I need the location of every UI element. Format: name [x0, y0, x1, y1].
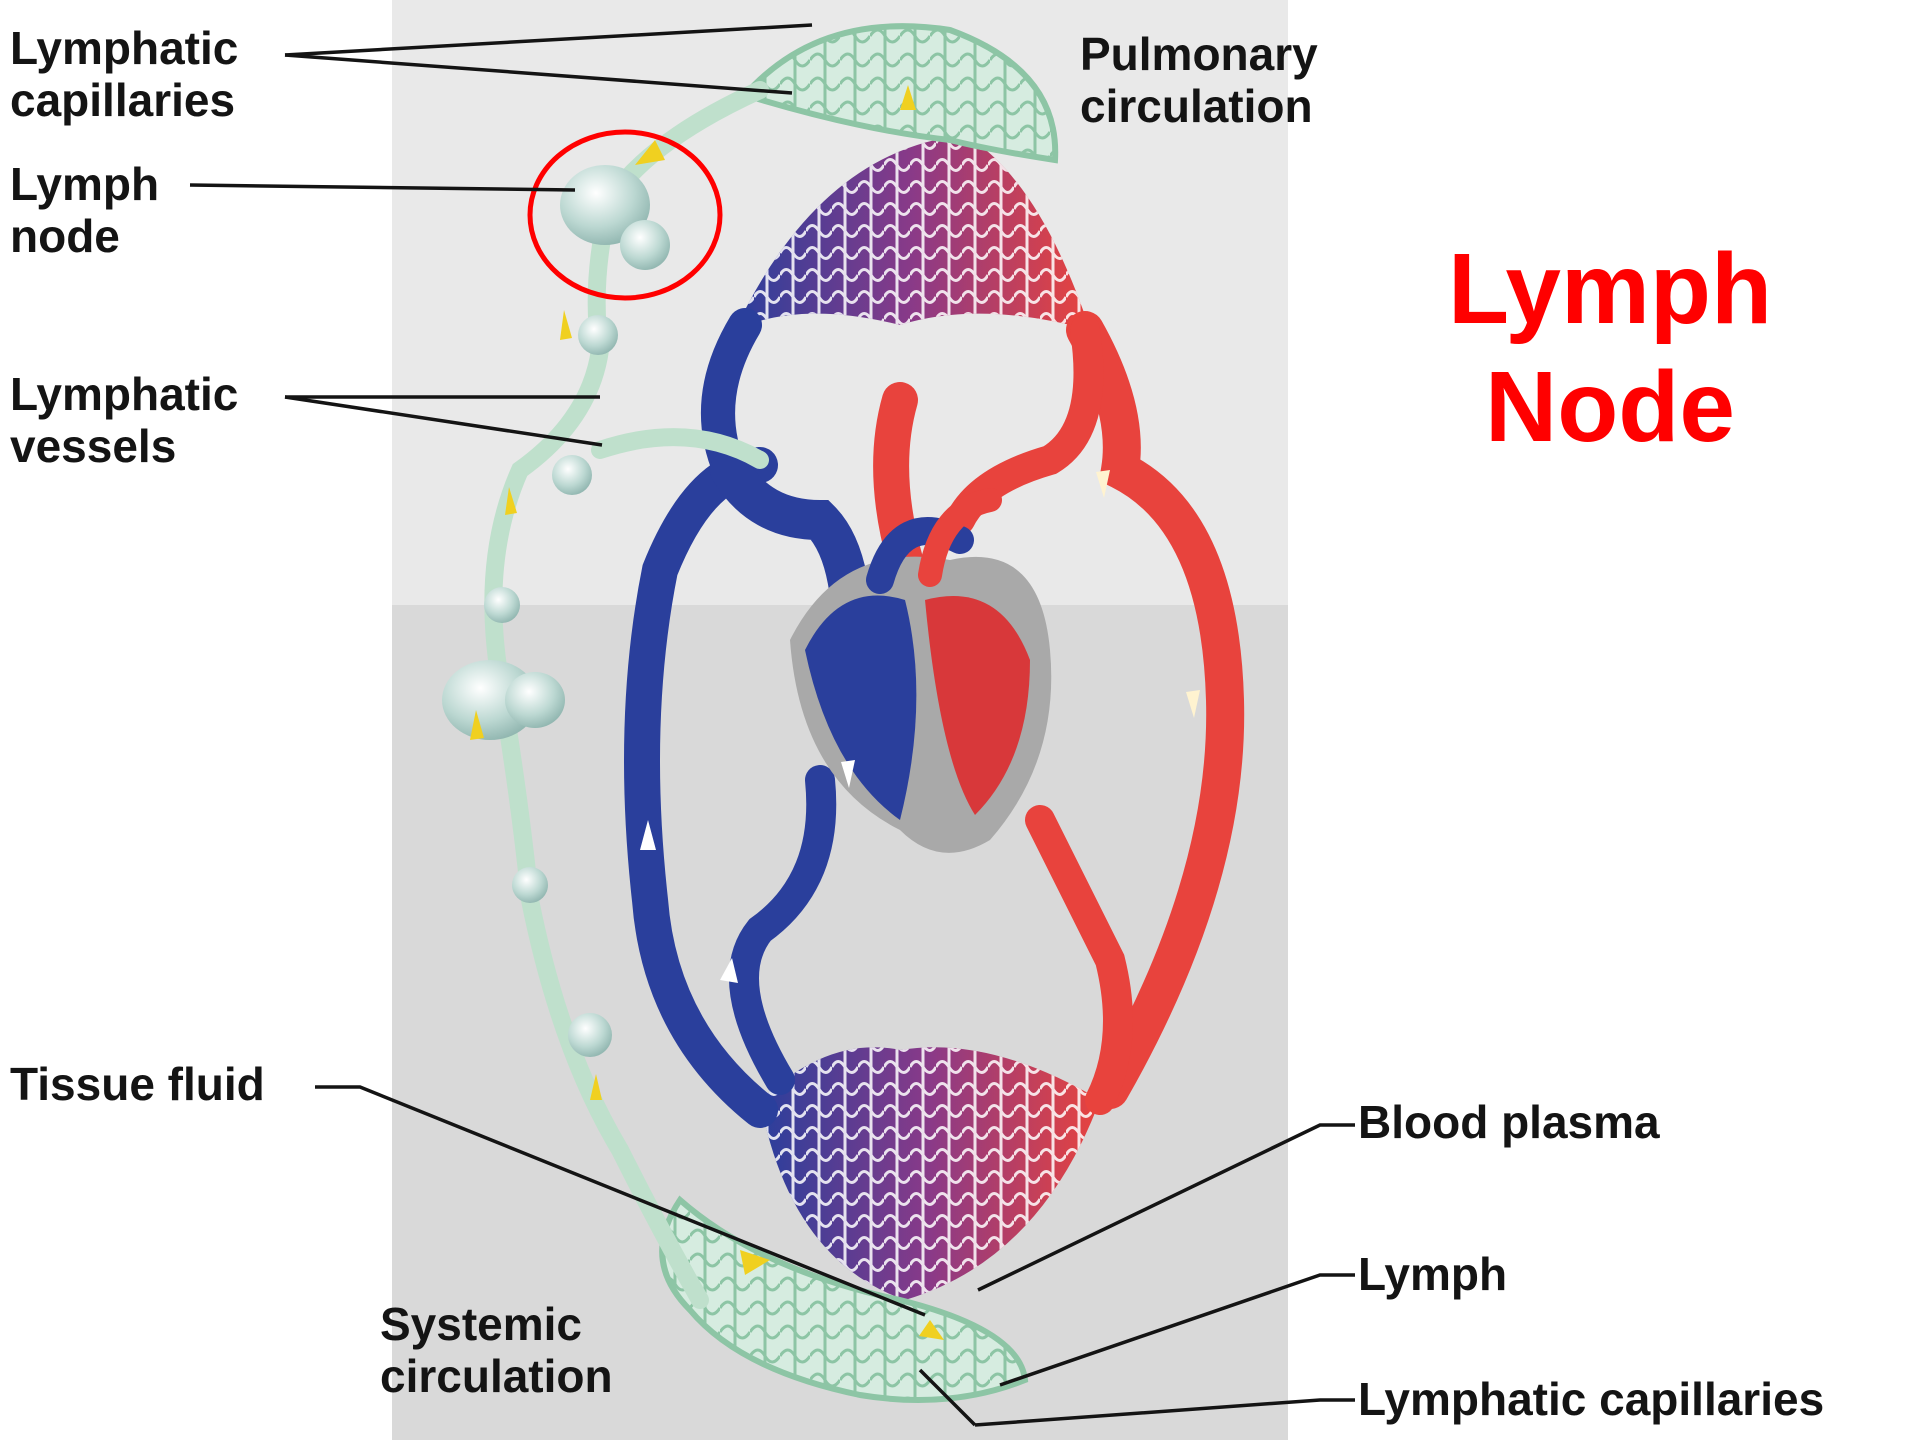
label-line: Blood plasma [1358, 1096, 1660, 1148]
title-line: Node [1400, 348, 1820, 466]
title-line: Lymph [1400, 230, 1820, 348]
label-line: Lymph [1358, 1248, 1507, 1300]
label-blood-plasma: Blood plasma [1358, 1096, 1660, 1148]
label-line: Lymphatic capillaries [1358, 1373, 1824, 1425]
lymph-node-lower [442, 660, 565, 740]
label-systemic-circulation: Systemic circulation [380, 1298, 613, 1402]
label-lymphatic-vessels: Lymphatic vessels [10, 368, 238, 472]
label-line: vessels [10, 420, 238, 472]
label-line: capillaries [10, 74, 238, 126]
lymph-node-upper [560, 165, 670, 270]
label-pulmonary-circulation: Pulmonary circulation [1080, 28, 1318, 132]
label-lymph-node: Lymph node [10, 158, 159, 262]
label-line: Lymphatic [10, 22, 238, 74]
label-line: Lymphatic [10, 368, 238, 420]
systemic-capillary-bed [760, 1047, 1100, 1300]
label-tissue-fluid: Tissue fluid [10, 1058, 265, 1110]
slide-title: Lymph Node [1400, 230, 1820, 466]
pulmonary-capillary-bed [735, 135, 1090, 330]
label-line: circulation [1080, 80, 1318, 132]
label-lymphatic-capillaries-bottom: Lymphatic capillaries [1358, 1373, 1824, 1425]
leader-lines [190, 25, 1355, 1425]
label-lymphatic-capillaries-top: Lymphatic capillaries [10, 22, 238, 126]
label-line: circulation [380, 1350, 613, 1402]
label-lymph: Lymph [1358, 1248, 1507, 1300]
label-line: Tissue fluid [10, 1058, 265, 1110]
label-line: Pulmonary [1080, 28, 1318, 80]
label-line: Systemic [380, 1298, 613, 1350]
label-line: node [10, 210, 159, 262]
label-line: Lymph [10, 158, 159, 210]
